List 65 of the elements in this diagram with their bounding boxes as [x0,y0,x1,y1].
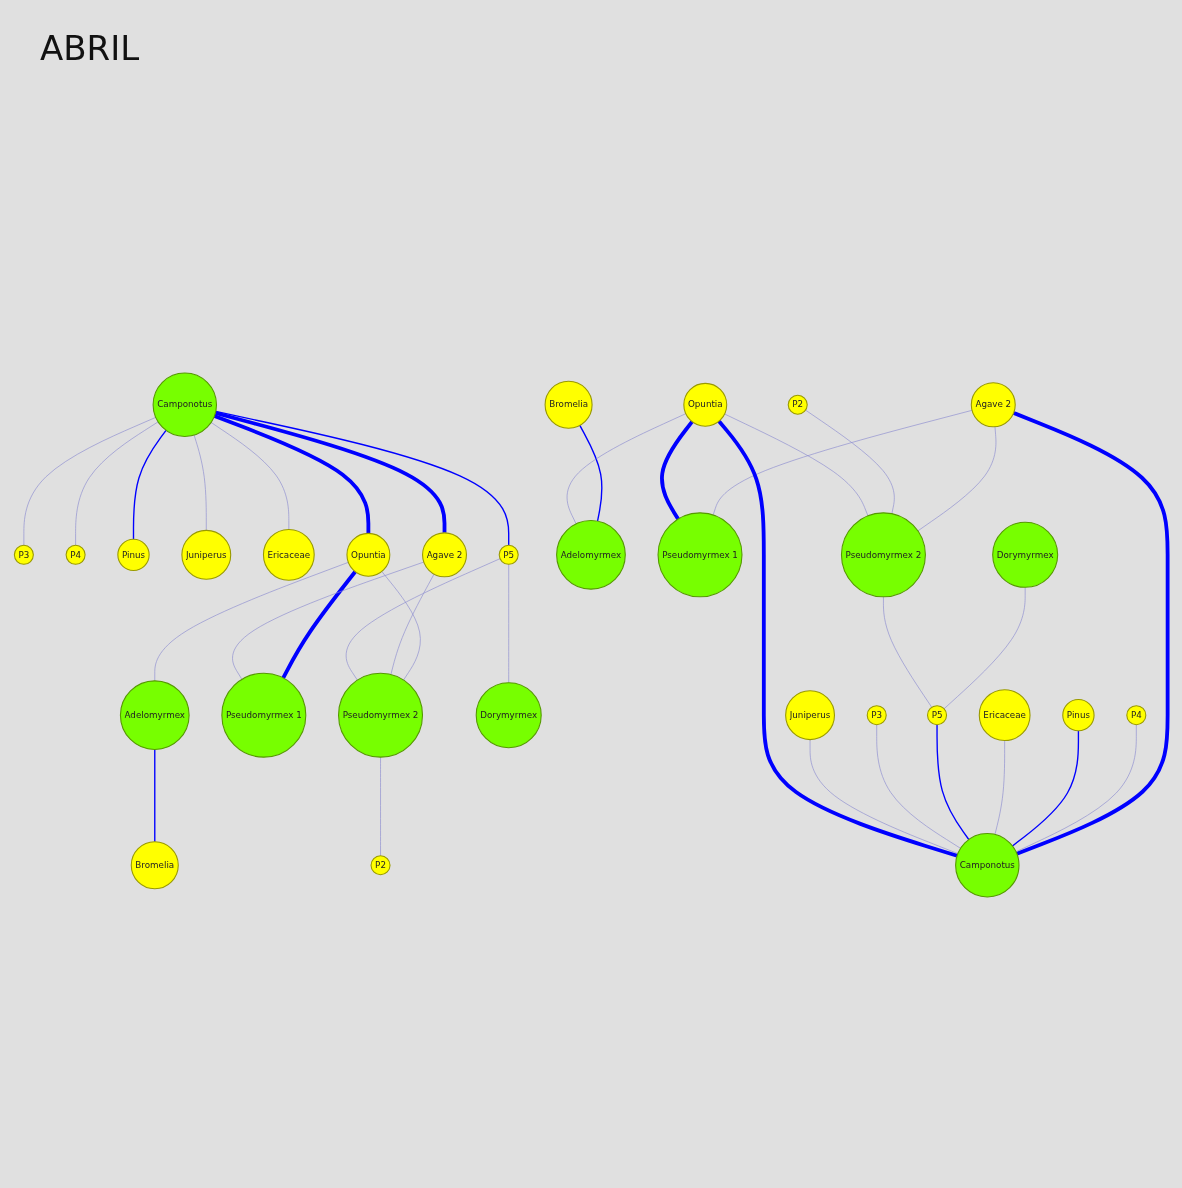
node-circle: P4 [65,544,86,565]
node-circle: Pseudomyrmex 1 [221,672,307,758]
node-circle: P5 [927,705,948,726]
connector [943,587,1026,710]
connector [213,414,371,534]
connector [1012,411,1170,856]
node-circle: Pinus [117,538,150,572]
connector [214,411,447,533]
connector [232,561,425,680]
connector [345,558,501,681]
connector [805,409,895,515]
node-circle: Pinus [1062,698,1095,732]
connector [883,596,933,708]
node-circle: P3 [13,544,34,565]
connector [809,739,959,854]
connector [660,420,694,520]
connector [1015,724,1137,853]
node-circle: Bromelia [130,841,179,890]
connector [154,748,156,843]
connector [75,421,159,546]
connector [381,571,421,681]
node-circle: Adelomyrmex [119,680,190,751]
connector [132,429,167,540]
node-circle: Camponotus [955,833,1020,898]
connector [380,756,381,857]
node-circle: Juniperus [785,690,836,741]
diagram-title: ABRIL [40,28,140,68]
connector [724,413,869,517]
node-circle: Camponotus [152,372,218,437]
connector [154,562,349,682]
node-circle: Dorymyrmex [475,682,542,749]
node-circle: Opuntia [346,532,391,577]
node-circle: Pseudomyrmex 1 [657,512,743,598]
connector [1011,730,1080,847]
connector [917,426,997,532]
node-circle: P2 [787,394,808,415]
node-circle: Ericaceae [978,689,1031,742]
node-circle: P3 [866,705,887,726]
connector [579,424,603,522]
node-circle: Adelomyrmex [556,519,626,590]
connector [712,410,973,516]
connector [876,724,961,849]
node-circle: P5 [498,544,519,565]
node-circle: Agave 2 [970,382,1016,428]
connector [215,410,510,546]
connector [210,422,290,530]
node-circle: Opuntia [683,382,728,427]
connector [994,740,1005,835]
connector [193,434,207,531]
node-circle: Pseudomyrmex 2 [338,672,424,758]
connector [281,570,357,679]
connector [717,419,958,858]
connector [936,724,970,841]
node-circle: Dorymyrmex [992,521,1059,588]
node-circle: Juniperus [181,529,232,580]
node-circle: Pseudomyrmex 2 [840,512,926,598]
connector [566,413,687,525]
node-circle: P4 [1126,705,1147,726]
connector [390,573,435,675]
node-circle: P2 [370,855,391,876]
node-circle: Ericaceae [262,528,315,581]
connector [23,417,157,546]
connector [508,564,510,683]
node-circle: Bromelia [544,380,593,429]
node-circle: Agave 2 [422,532,467,578]
